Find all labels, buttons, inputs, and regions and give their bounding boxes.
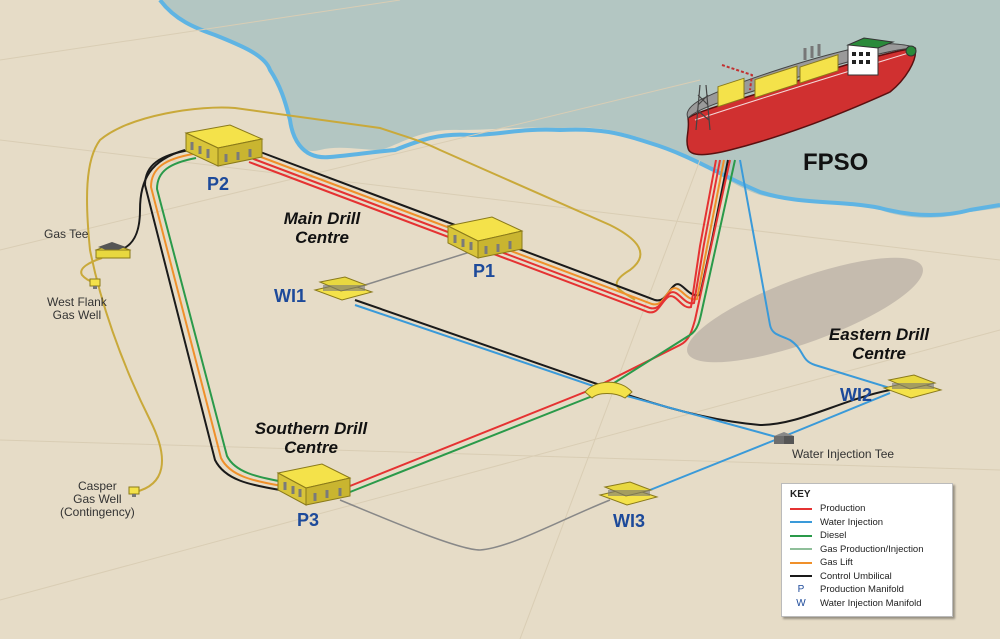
- control-umbilical-line-swatch: [790, 575, 812, 578]
- fpso-vessel: [686, 37, 917, 156]
- legend-label: Water Injection Manifold: [820, 597, 922, 609]
- casper-gas-well-label: Casper Gas Well (Contingency): [60, 479, 135, 520]
- gas-lift-line-swatch: [790, 561, 812, 564]
- casper-line1: Casper: [78, 479, 117, 493]
- gas-tee-structure: [94, 242, 132, 259]
- legend-label: Diesel: [820, 530, 847, 542]
- gas-line-main: [86, 106, 642, 493]
- legend-label: Production: [820, 503, 866, 515]
- fpso-label: FPSO: [803, 149, 869, 176]
- eastern-drill-centre-text: Eastern Drill Centre: [828, 325, 930, 363]
- casper-line3: (Contingency): [60, 505, 135, 520]
- gas-tee-label: Gas Tee: [44, 227, 89, 241]
- west-flank-well-structure: [89, 278, 101, 289]
- manifold-wi3-label: WI3: [613, 511, 646, 531]
- legend-item-production-manifold: P Production Manifold: [782, 583, 952, 597]
- casper-line2: Gas Well: [73, 492, 122, 507]
- west-flank-line2: Gas Well: [52, 308, 102, 323]
- link-p3-wi3: [339, 499, 611, 551]
- legend-symbol: P: [797, 584, 805, 596]
- legend-item-control-umbilical: Control Umbilical: [782, 570, 952, 584]
- eastern-drill-centre-label: Eastern Drill Centre: [822, 325, 936, 363]
- legend-label: Gas Production/Injection: [820, 543, 924, 555]
- legend-item-water-injection: Water Injection: [782, 516, 952, 530]
- casper-well-structure: [128, 486, 140, 497]
- water-injection-tee-structure: [774, 432, 794, 444]
- southern-drill-centre-label: Southern Drill Centre: [250, 419, 372, 457]
- legend-label: Gas Lift: [820, 557, 853, 569]
- bundle-p3-riser: [344, 159, 736, 495]
- main-drill-centre-text: Main Drill Centre: [283, 209, 361, 247]
- water-injection-line-swatch: [790, 521, 812, 524]
- legend-item-diesel: Diesel: [782, 529, 952, 543]
- water-injection-tee-wi2: [779, 392, 891, 439]
- legend-item-production: Production: [782, 502, 952, 516]
- manifold-p3-label: P3: [297, 510, 320, 530]
- legend-label: Control Umbilical: [820, 570, 892, 582]
- legend-key: KEY Production Water Injection Diesel Ga…: [781, 483, 953, 617]
- diesel-line-swatch: [790, 534, 812, 537]
- umbilical-wi1-wi2: [354, 299, 891, 427]
- manifold-wi1: [313, 276, 374, 301]
- production-line-swatch: [790, 507, 812, 510]
- west-flank-gas-well-label: West Flank Gas Well: [47, 295, 107, 323]
- coastline: [158, 0, 1000, 218]
- water-injection-tee-wi3: [649, 437, 781, 491]
- pipeline-crossing: [584, 381, 633, 399]
- manifold-wi1-label: WI1: [274, 286, 307, 306]
- link-wi1-p1: [364, 251, 471, 286]
- manifold-wi2-label: WI2: [840, 385, 873, 405]
- legend-symbol: W: [796, 597, 806, 609]
- umbilical-gas-tee: [119, 149, 186, 251]
- manifold-p1: [446, 216, 524, 259]
- water-injection-tee-label: Water Injection Tee: [792, 447, 895, 461]
- manifold-wi2: [882, 374, 943, 399]
- manifold-p2-label: P2: [207, 174, 230, 194]
- manifold-p2: [184, 124, 264, 167]
- legend-item-gas-lift: Gas Lift: [782, 556, 952, 570]
- legend-label: Production Manifold: [820, 584, 904, 596]
- main-drill-centre-label: Main Drill Centre: [274, 209, 370, 247]
- southern-drill-centre-text: Southern Drill Centre: [254, 419, 368, 457]
- water-injection-riser: [739, 159, 891, 389]
- legend-item-gas-production-injection: Gas Production/Injection: [782, 543, 952, 557]
- legend-title: KEY: [790, 489, 811, 500]
- manifold-p3: [276, 463, 352, 506]
- west-flank-line1: West Flank: [47, 295, 107, 309]
- bundle-p2-p3: [143, 149, 285, 491]
- legend-label: Water Injection: [820, 516, 884, 528]
- manifold-wi3: [598, 481, 659, 506]
- manifold-p1-label: P1: [473, 261, 496, 281]
- legend-item-water-injection-manifold: W Water Injection Manifold: [782, 597, 952, 611]
- bundle-p2-p1-riser: [248, 149, 729, 314]
- gas-production-line-swatch: [790, 548, 812, 551]
- fpso-shadow: [687, 257, 923, 363]
